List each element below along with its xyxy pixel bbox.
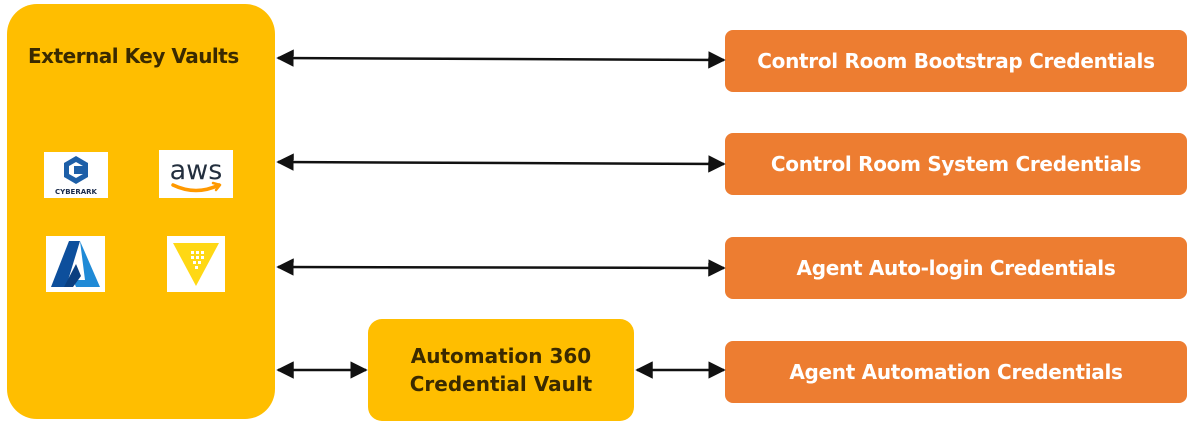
agent-automation-credentials-box: Agent Automation Credentials xyxy=(725,341,1187,403)
aws-label: aws xyxy=(170,155,223,186)
aws-logo-icon: aws xyxy=(159,150,233,198)
center-box-line2: Credential Vault xyxy=(409,372,593,396)
center-box-line1: Automation 360 xyxy=(410,344,592,368)
credential-label: Agent Auto-login Credentials xyxy=(796,256,1116,280)
cyberark-label: CYBERARK xyxy=(55,188,98,196)
azure-logo-icon xyxy=(46,236,105,292)
external-key-vaults-title: External Key Vaults xyxy=(28,44,239,68)
hashicorp-vault-logo-icon xyxy=(167,236,225,292)
auto-login-credentials-arrow xyxy=(276,258,726,277)
external-key-vaults-panel xyxy=(7,4,275,419)
cyberark-logo-icon: CYBERARK xyxy=(44,152,108,198)
control-room-bootstrap-credentials-box: Control Room Bootstrap Credentials xyxy=(725,30,1187,92)
credential-label: Control Room System Credentials xyxy=(770,152,1142,176)
system-credentials-arrow xyxy=(276,153,726,173)
control-room-system-credentials-box: Control Room System Credentials xyxy=(725,133,1187,195)
credential-label: Control Room Bootstrap Credentials xyxy=(757,49,1155,73)
automation-360-credential-vault-box: Automation 360 Credential Vault xyxy=(368,319,634,421)
bootstrap-credentials-arrow xyxy=(276,49,726,69)
agent-auto-login-credentials-box: Agent Auto-login Credentials xyxy=(725,237,1187,299)
credential-label: Agent Automation Credentials xyxy=(789,360,1123,384)
